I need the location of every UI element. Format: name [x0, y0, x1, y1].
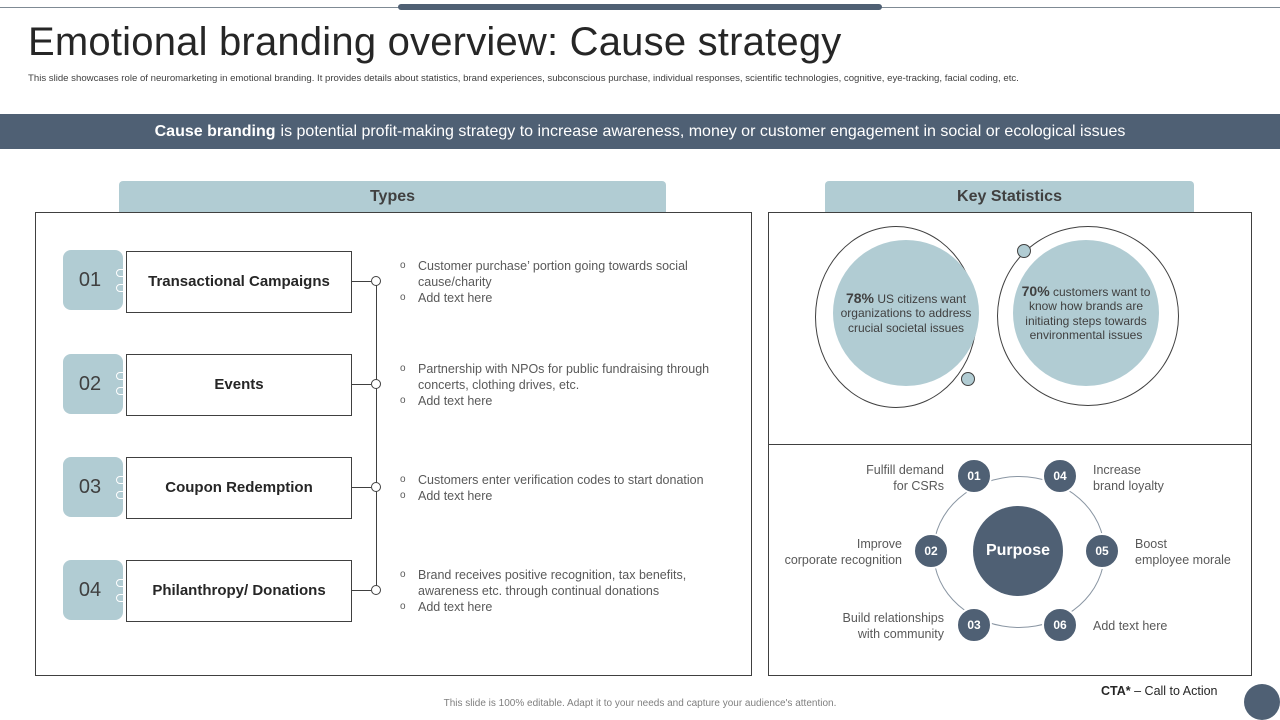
purpose-label-line: Boost: [1135, 537, 1167, 551]
stat-circle: 78% US citizens want organizations to ad…: [833, 240, 979, 386]
stat-value: 70%: [1021, 282, 1050, 299]
types-heading: Types: [119, 181, 666, 213]
purpose-node: 03: [956, 607, 992, 643]
purpose-node: 02: [913, 533, 949, 569]
type-number-badge: 01: [63, 250, 123, 310]
type-label: Philanthropy/ Donations: [152, 582, 326, 599]
banner-text: is potential profit-making strategy to i…: [280, 122, 1126, 140]
stat-description: US citizens want organizations to addres…: [840, 291, 972, 335]
type-number-badge: 03: [63, 457, 123, 517]
type-connector: [351, 487, 371, 488]
list-item: Add text here: [398, 290, 728, 306]
stat-description: customers want to know how brands are in…: [1025, 284, 1151, 343]
purpose-label-line: brand loyalty: [1093, 479, 1164, 493]
type-number: 01: [78, 268, 102, 291]
type-number: 03: [78, 475, 102, 498]
purpose-node: 04: [1042, 458, 1078, 494]
cta-text: – Call to Action: [1130, 684, 1218, 698]
purpose-label-line: corporate recognition: [784, 553, 902, 567]
type-label-box: Coupon Redemption: [126, 457, 352, 519]
type-bullet-list: Partnership with NPOs for public fundrai…: [398, 361, 728, 409]
type-label: Coupon Redemption: [165, 479, 313, 496]
type-number-badge: 04: [63, 560, 123, 620]
purpose-label-line: Build relationships: [842, 611, 944, 625]
ring-dot-icon: [961, 372, 975, 386]
type-label-box: Events: [126, 354, 352, 416]
type-label-box: Transactional Campaigns: [126, 251, 352, 313]
type-label: Transactional Campaigns: [148, 273, 330, 290]
purpose-node: 06: [1042, 607, 1078, 643]
purpose-label-line: for CSRs: [893, 479, 944, 493]
purpose-label-line: Increase: [1093, 463, 1141, 477]
list-item: Add text here: [398, 393, 728, 409]
stat-text-block: 70% customers want to know how brands ar…: [1019, 282, 1153, 343]
type-connector: [351, 281, 371, 282]
list-item: Partnership with NPOs for public fundrai…: [398, 361, 728, 393]
connector-node-icon: [371, 276, 381, 286]
banner-bold-term: Cause branding: [154, 122, 276, 140]
type-label-box: Philanthropy/ Donations: [126, 560, 352, 622]
purpose-label-line: with community: [857, 627, 944, 641]
stat-value: 78%: [845, 289, 874, 306]
purpose-label: Improve corporate recognition: [785, 536, 902, 568]
type-connector: [351, 384, 371, 385]
key-statistics-heading: Key Statistics: [825, 181, 1194, 213]
page-subtitle: This slide showcases role of neuromarket…: [28, 73, 1019, 84]
connector-node-icon: [371, 585, 381, 595]
ring-dot-icon: [1017, 244, 1031, 258]
type-connector: [351, 590, 371, 591]
cta-label: CTA* – Call to Action: [1101, 684, 1218, 698]
type-number: 04: [78, 578, 102, 601]
type-number: 02: [78, 372, 102, 395]
type-bullet-list: Customer purchase’ portion going towards…: [398, 258, 728, 306]
cta-bold: CTA*: [1101, 684, 1131, 698]
type-label: Events: [214, 376, 264, 393]
cta-circle-icon[interactable]: [1244, 684, 1280, 720]
list-item: Add text here: [398, 488, 728, 504]
purpose-center: Purpose: [973, 506, 1063, 596]
purpose-label: Fulfill demand for CSRs: [866, 462, 944, 494]
purpose-label-line: Add text here: [1093, 619, 1168, 633]
type-bullet-list: Customers enter verification codes to st…: [398, 472, 728, 504]
connector-node-icon: [371, 379, 381, 389]
list-item: Customer purchase’ portion going towards…: [398, 258, 728, 290]
purpose-label: Boost employee morale: [1135, 536, 1231, 568]
list-item: Customers enter verification codes to st…: [398, 472, 728, 488]
list-item: Brand receives positive recognition, tax…: [398, 567, 728, 599]
stat-text-block: 78% US citizens want organizations to ad…: [839, 291, 973, 336]
type-bullet-list: Brand receives positive recognition, tax…: [398, 567, 728, 615]
purpose-node: 05: [1084, 533, 1120, 569]
footer-note: This slide is 100% editable. Adapt it to…: [443, 698, 837, 709]
types-connector-line: [376, 281, 377, 591]
purpose-label: Increase brand loyalty: [1093, 462, 1164, 494]
connector-node-icon: [371, 482, 381, 492]
purpose-label-line: Improve: [856, 537, 902, 551]
stat-ring: [997, 226, 1179, 406]
purpose-label-line: employee morale: [1135, 553, 1231, 567]
purpose-label: Add text here: [1093, 618, 1167, 634]
top-accent-bar: [398, 4, 882, 10]
stat-circle: 70% customers want to know how brands ar…: [1013, 240, 1159, 386]
page-title: Emotional branding overview: Cause strat…: [28, 20, 842, 64]
definition-banner: Cause branding is potential profit-makin…: [0, 114, 1280, 149]
stats-divider: [769, 444, 1251, 445]
purpose-node: 01: [956, 458, 992, 494]
purpose-label-line: Fulfill demand: [866, 463, 944, 477]
type-number-badge: 02: [63, 354, 123, 414]
list-item: Add text here: [398, 599, 728, 615]
purpose-label: Build relationships with community: [843, 610, 944, 642]
